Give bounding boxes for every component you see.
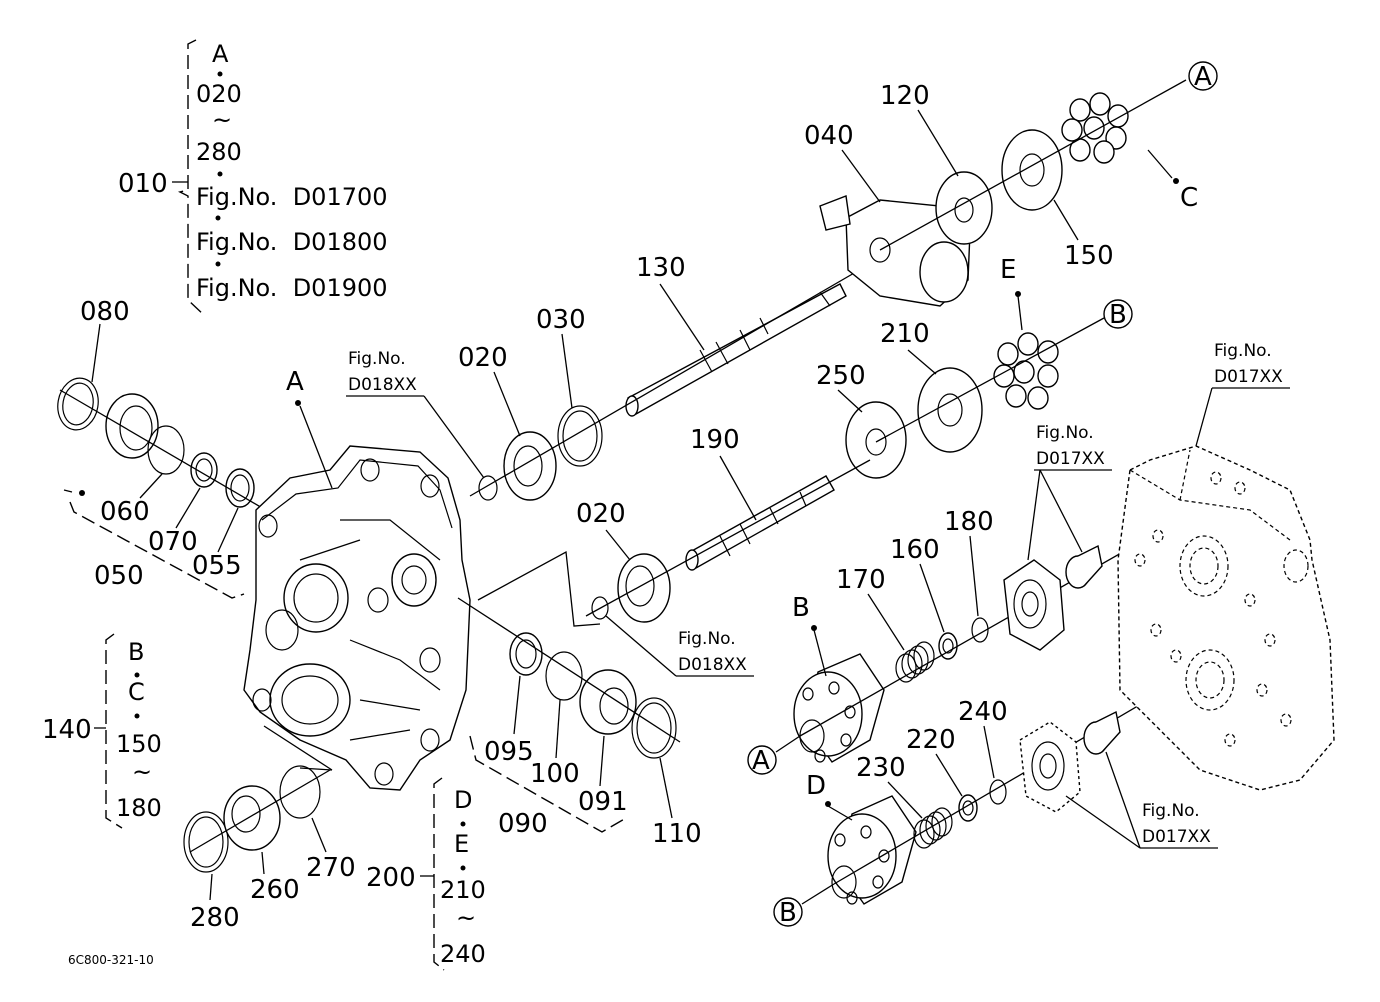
callout-140: 140	[42, 715, 92, 745]
callout-150: 150	[1064, 241, 1114, 271]
letter-a-housing: A	[286, 367, 304, 397]
callout-180: 180	[944, 507, 994, 537]
bracket-140: 140 B C 150 ~ 180	[42, 633, 162, 829]
bracket-010-line-6: Fig.No. D01900	[196, 274, 388, 302]
spring-230	[913, 807, 953, 849]
fig-ref-d017xx-top: D017XX	[1214, 367, 1283, 387]
callout-110: 110	[652, 819, 702, 849]
seal-group-050: 080 060 070 055 050	[57, 297, 301, 599]
callout-050: 050	[94, 561, 144, 591]
bracket-010-line-1: A	[212, 40, 229, 68]
fig-ref-d017xx-mid: D017XX	[1036, 449, 1105, 469]
fig-ref-label-5: Fig.No.	[1214, 341, 1272, 361]
fig-ref-label-3: Fig.No.	[1036, 423, 1094, 443]
fig-ref-d018xx-top: D018XX	[348, 375, 417, 395]
callout-210: 210	[880, 319, 930, 349]
tilde: ~	[456, 904, 476, 932]
callout-020-upper: 020	[458, 343, 508, 373]
seal-group-090: 095 100 091 110 090	[457, 597, 702, 849]
fig-ref-label-4: Fig.No.	[1142, 801, 1200, 821]
piston-cluster-e	[993, 332, 1059, 410]
bracket-200: 200 D E 210 ~ 240	[366, 777, 486, 971]
callout-091: 091	[578, 787, 628, 817]
callout-130: 130	[636, 253, 686, 283]
bracket-200-line-2: E	[454, 830, 469, 858]
spring-170	[895, 641, 935, 683]
bracket-010: A 020 ~ 280 Fig.No. D01700 Fig.No. D0180…	[118, 39, 388, 317]
bracket-010-line-5: Fig.No. D01800	[196, 228, 388, 256]
bracket-140-line-3: 150	[116, 730, 162, 758]
drawing-code: 6C800-321-10	[68, 953, 154, 967]
main-housing: A	[243, 367, 471, 791]
letter-d: D	[806, 771, 826, 801]
callout-280: 280	[190, 903, 240, 933]
letter-a-circle-bottom: A	[752, 746, 770, 776]
callout-040: 040	[804, 121, 854, 151]
bracket-200-line-4: 240	[440, 940, 486, 968]
callout-010: 010	[118, 169, 168, 199]
tilde: ~	[132, 758, 152, 786]
bracket-010-line-2: 020	[196, 80, 242, 108]
callout-095: 095	[484, 737, 534, 767]
fig-ref-label-1: Fig.No.	[348, 349, 406, 369]
callout-080: 080	[80, 297, 130, 327]
callout-055: 055	[192, 551, 242, 581]
seal-group-260: 280 260 270	[183, 765, 356, 933]
letter-a-circle-top: A	[1194, 62, 1212, 92]
letter-c: C	[1180, 183, 1198, 213]
callout-220: 220	[906, 725, 956, 755]
cylinder-group-b: B A 170 160 180	[747, 507, 1145, 776]
bracket-200-line-1: D	[454, 786, 472, 814]
callout-230: 230	[856, 753, 906, 783]
callout-250: 250	[816, 361, 866, 391]
bracket-140-line-1: B	[128, 638, 144, 666]
valve-plates: Fig.No. D017XX Fig.No. D017XX	[1003, 423, 1218, 849]
callout-190: 190	[690, 425, 740, 455]
letter-e: E	[1000, 255, 1016, 285]
fig-ref-d017xx-bottom: D017XX	[1142, 827, 1211, 847]
callout-120: 120	[880, 81, 930, 111]
bracket-140-line-2: C	[128, 678, 145, 706]
callout-070: 070	[148, 527, 198, 557]
bracket-200-line-3: 210	[440, 876, 486, 904]
callout-020-lower: 020	[576, 499, 626, 529]
swash-group: 040 120 150 A C	[804, 61, 1218, 307]
callout-170: 170	[836, 565, 886, 595]
callout-100: 100	[530, 759, 580, 789]
fig-ref-d018xx-mid: D018XX	[678, 655, 747, 675]
upper-shaft-group: 020 030 130 Fig.No. D018XX	[346, 253, 881, 501]
callout-090: 090	[498, 809, 548, 839]
callout-200: 200	[366, 863, 416, 893]
callout-260: 260	[250, 875, 300, 905]
letter-b-circle-bottom: B	[779, 898, 797, 928]
letter-b-circle-top: B	[1109, 300, 1127, 330]
rear-cover-ref: Fig.No. D017XX	[1195, 341, 1290, 447]
fig-ref-label-2: Fig.No.	[678, 629, 736, 649]
bracket-010-line-3: 280	[196, 138, 242, 166]
tilde: ~	[212, 106, 232, 134]
callout-060: 060	[100, 497, 150, 527]
bracket-140-line-4: 180	[116, 794, 162, 822]
callout-240: 240	[958, 697, 1008, 727]
rear-cover	[1117, 445, 1335, 791]
bracket-010-line-4: Fig.No. D01700	[196, 183, 388, 211]
cylinder-group-upper: 250 210 E B	[816, 255, 1133, 479]
cylinder-group-d: D B 230 220 240	[773, 697, 1149, 928]
callout-030: 030	[536, 305, 586, 335]
piston-cluster-a	[1061, 92, 1129, 164]
callout-160: 160	[890, 535, 940, 565]
letter-b-cylinder: B	[792, 593, 810, 623]
callout-270: 270	[306, 853, 356, 883]
lower-shaft-group: 190 020 Fig.No. D018XX	[477, 425, 871, 677]
